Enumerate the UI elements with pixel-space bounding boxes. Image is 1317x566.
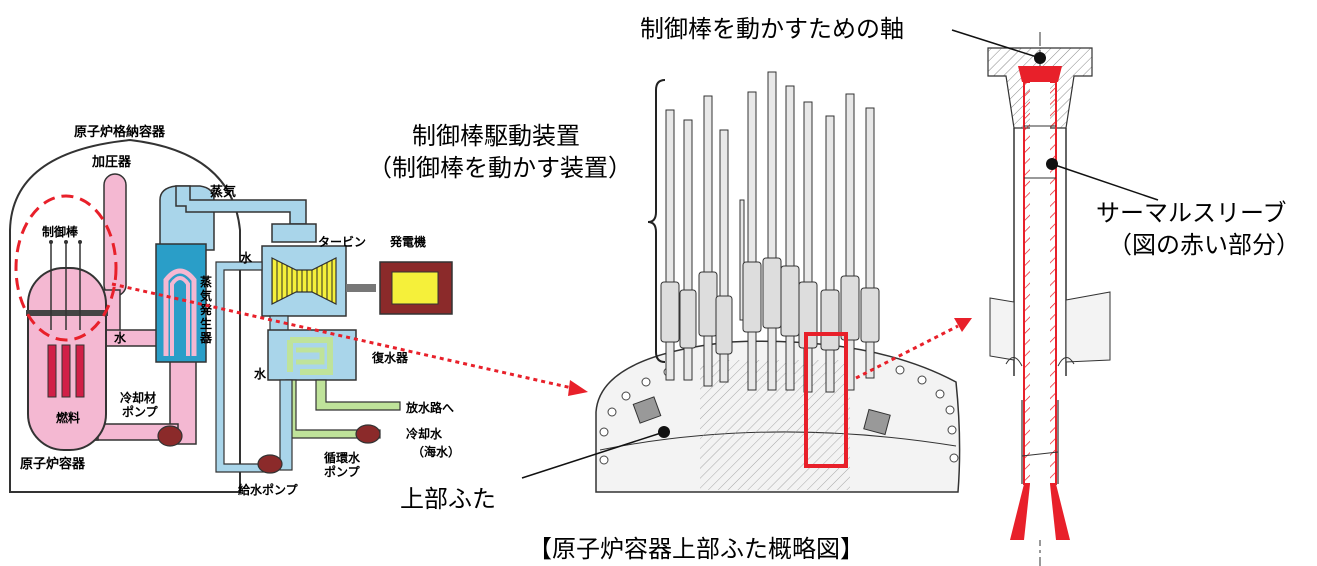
label-shaft: 制御棒を動かすための軸	[640, 15, 904, 43]
label-cooling-water: 冷却水 （海水）	[406, 426, 460, 459]
label-circ-pump: 循環水 ポンプ	[324, 450, 361, 479]
label-condenser: 復水器	[371, 350, 409, 365]
svg-text:気: 気	[200, 288, 212, 303]
svg-text:生: 生	[200, 316, 212, 331]
label-reactor-vessel: 原子炉容器	[20, 456, 86, 472]
svg-text:冷却水: 冷却水	[406, 426, 443, 441]
svg-text:器: 器	[199, 331, 213, 345]
svg-text:ポンプ: ポンプ	[324, 464, 361, 479]
cr-drive-brace	[647, 79, 666, 363]
sleeve-leader	[1046, 158, 1159, 201]
sleeve-drawing	[987, 32, 1111, 566]
svg-text:ポンプ: ポンプ	[122, 404, 159, 419]
label-steam: 蒸気	[210, 184, 236, 200]
label-feed-pump: 給水ポンプ	[238, 482, 299, 497]
svg-text:蒸: 蒸	[200, 274, 212, 289]
label-fuel: 燃料	[56, 410, 80, 425]
svg-text:制御棒駆動装置: 制御棒駆動装置	[412, 122, 580, 150]
svg-text:（図の赤い部分）: （図の赤い部分）	[1108, 231, 1300, 259]
lid-drawing	[595, 71, 961, 493]
arrow-to-lid	[111, 282, 588, 396]
label-generator: 発電機	[389, 234, 426, 249]
shaft-leader	[951, 29, 1046, 64]
label-steam-generator: 蒸 気 発 生 器	[199, 274, 213, 345]
condenser-shape	[267, 315, 357, 381]
label-thermal-sleeve: サーマルスリーブ （図の赤い部分）	[1096, 199, 1300, 259]
label-water-top: 水	[240, 250, 253, 265]
label-coolant-pump: 冷却材 ポンプ	[120, 390, 159, 419]
label-discharge: 放水路へ	[405, 400, 454, 415]
label-upper-lid: 上部ふた	[400, 485, 496, 513]
turbine-shape	[261, 245, 376, 317]
label-pressurizer: 加圧器	[91, 155, 132, 170]
steam-line	[175, 185, 317, 243]
lid-highlight-box	[804, 332, 848, 468]
label-water-left: 水	[254, 366, 267, 381]
feedwater-line	[157, 261, 293, 474]
label-containment: 原子炉格納容器	[74, 124, 166, 140]
label-turbine: タービン	[318, 234, 366, 249]
upper-lid-leader	[521, 426, 670, 479]
cooling-lines	[285, 379, 401, 444]
plant-schematic: 原子炉格納容器 加圧器 制御棒 燃料 原子炉容器 蒸気 水 水 水 蒸 気 発 …	[9, 124, 460, 497]
figure-caption: 【原子炉容器上部ふた概略図】	[528, 535, 864, 563]
label-cr-drive: 制御棒駆動装置 （制御棒を動かす装置）	[368, 122, 632, 182]
arrow-to-sleeve	[855, 318, 972, 380]
svg-text:循環水: 循環水	[324, 450, 361, 465]
svg-text:冷却材: 冷却材	[120, 390, 156, 405]
svg-text:（制御棒を動かす装置）: （制御棒を動かす装置）	[368, 154, 632, 182]
svg-text:サーマルスリーブ: サーマルスリーブ	[1096, 199, 1287, 227]
steam-generator-shape	[155, 185, 215, 363]
label-control-rod: 制御棒	[42, 224, 79, 239]
generator-shape	[379, 261, 453, 315]
reactor-vessel-shape	[26, 240, 108, 451]
svg-text:（海水）: （海水）	[412, 444, 460, 459]
cr-drive-tubes	[665, 71, 875, 393]
label-water-mid: 水	[114, 330, 127, 345]
highlight-ellipse	[14, 194, 118, 342]
